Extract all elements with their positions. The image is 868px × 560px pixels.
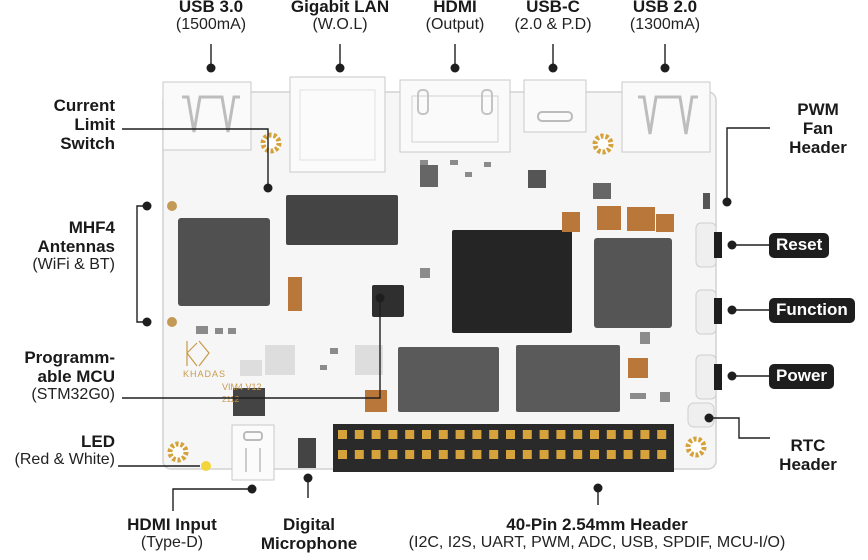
header-pin [455, 430, 465, 439]
header-pin [590, 430, 599, 439]
header-pin [405, 450, 415, 459]
board-logo [186, 340, 210, 367]
label-usbc: USB-C (2.0 & P.D) [514, 0, 592, 34]
board-code: 2112 [222, 395, 240, 404]
header-pin [522, 450, 532, 459]
header-pin [422, 430, 431, 439]
header-pin [388, 450, 398, 459]
pin-header-40 [333, 424, 674, 472]
header-pin [338, 430, 347, 439]
header-pin [590, 450, 599, 459]
label-hdmi-input: HDMI Input (Type-D) [127, 515, 217, 552]
copper-components [288, 206, 674, 412]
label-programmable-mcu: Programm- able MCU (STM32G0) [24, 348, 115, 404]
led-indicator [201, 461, 211, 471]
label-mhf4-antennas: MHF4 Antennas (WiFi & BT) [32, 218, 115, 274]
label-function-button: Function [769, 298, 855, 324]
header-pin [371, 430, 381, 439]
header-pin [506, 430, 515, 439]
hdmi-input-port [231, 424, 275, 481]
header-pin [623, 430, 633, 439]
header-pin [657, 430, 667, 439]
hdmi-output-port [399, 79, 511, 153]
header-pin [405, 430, 415, 439]
header-pin [506, 450, 515, 459]
side-buttons [687, 222, 717, 428]
label-usb3: USB 3.0 (1500mA) [175, 0, 247, 34]
antenna-connectors [167, 201, 177, 327]
header-pin [438, 450, 448, 459]
label-current-limit-switch: Current Limit Switch [53, 96, 115, 154]
label-reset-button: Reset [769, 233, 830, 259]
label-pwm-fan-header: PWM Fan Header [789, 100, 847, 158]
header-pin [539, 450, 549, 459]
header-pin [388, 430, 398, 439]
chips [178, 165, 672, 416]
usb3-port [162, 81, 252, 151]
leader-dots [142, 63, 737, 494]
small-components [196, 160, 710, 402]
label-digital-microphone: Digital Microphone [260, 515, 358, 554]
usb2-port [621, 81, 711, 153]
header-pin [472, 430, 482, 439]
board-model: VIM4 V12 [222, 382, 262, 392]
leader-lines [118, 44, 770, 511]
header-pin [489, 430, 499, 439]
header-pin [657, 450, 667, 459]
label-gigabit-lan: Gigabit LAN (W.O.L) [290, 0, 390, 34]
label-rtc-header: RTC Header [779, 436, 837, 475]
header-pin [354, 430, 364, 439]
mounting-holes [167, 132, 707, 463]
header-pin [640, 430, 650, 439]
header-pin [472, 450, 482, 459]
header-pin [556, 430, 566, 439]
usbc-port [523, 79, 587, 133]
header-pin [371, 450, 381, 459]
header-pin [422, 450, 431, 459]
header-pin [438, 430, 448, 439]
header-pin [573, 430, 583, 439]
header-pin [455, 450, 465, 459]
header-pin [489, 450, 499, 459]
microphone [298, 438, 316, 468]
header-pin [338, 450, 347, 459]
label-power-button: Power [769, 364, 835, 390]
label-40-pin-header: 40-Pin 2.54mm Header (I2C, I2S, UART, PW… [408, 515, 786, 552]
header-pin [354, 450, 364, 459]
lan-port [289, 76, 386, 173]
header-pin [623, 450, 633, 459]
header-pin [606, 450, 616, 459]
header-pin [606, 430, 616, 439]
header-pin [556, 450, 566, 459]
header-pin [539, 430, 549, 439]
header-pin [640, 450, 650, 459]
header-pin [522, 430, 532, 439]
label-led: LED (Red & White) [14, 432, 115, 469]
board-brand: KHADAS [183, 369, 226, 379]
label-hdmi-output: HDMI (Output) [425, 0, 485, 34]
header-pin [573, 450, 583, 459]
label-usb2: USB 2.0 (1300mA) [629, 0, 701, 34]
